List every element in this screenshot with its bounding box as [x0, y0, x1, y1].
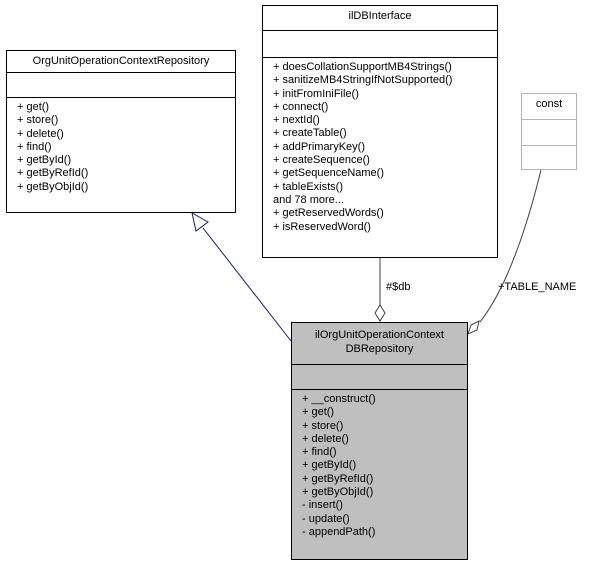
- inheritance-edge: [202, 227, 292, 342]
- method-item: + sanitizeMB4StringIfNotSupported(): [273, 74, 453, 87]
- method-item: - update(): [302, 512, 350, 525]
- attributes-section: [522, 119, 576, 145]
- method-item: + getByObjId(): [17, 180, 89, 193]
- method-item: + delete(): [302, 432, 349, 445]
- method-item: + createTable(): [273, 127, 347, 140]
- methods-section: + __construct()+ get()+ store()+ delete(…: [292, 389, 467, 559]
- method-item: - insert(): [302, 499, 343, 512]
- method-item: + getById(): [302, 459, 357, 472]
- method-item: + __construct(): [302, 393, 376, 405]
- method-item: + getByObjId(): [302, 486, 374, 499]
- method-item: + find(): [302, 446, 337, 459]
- method-item: + getByRefId(): [302, 472, 374, 485]
- method-item: + tableExists(): [273, 180, 343, 193]
- attributes-section: [7, 72, 235, 97]
- method-item: + getReservedWords(): [273, 207, 384, 220]
- class-title: OrgUnitOperationContextRepository: [32, 55, 210, 67]
- db-edge-label: #$db: [386, 281, 411, 293]
- db-aggregation-diamond: [374, 304, 386, 322]
- method-item: + getByRefId(): [17, 167, 89, 180]
- method-item: + get(): [17, 101, 50, 113]
- class-ildbinterface[interactable]: ilDBInterface + doesCollationSupportMB4S…: [262, 5, 498, 258]
- methods-section: + doesCollationSupportMB4Strings()+ sani…: [263, 57, 497, 234]
- method-item: + getSequenceName(): [273, 167, 384, 180]
- method-item: + connect(): [273, 100, 329, 113]
- method-item: + store(): [17, 114, 59, 127]
- methods-section: [522, 145, 576, 169]
- table-name-edge-label: +TABLE_NAME: [498, 281, 577, 293]
- method-item: - appendPath(): [302, 525, 376, 538]
- methods-section: + get()+ store()+ delete()+ find()+ getB…: [7, 97, 235, 194]
- method-item: and 78 more...: [273, 193, 344, 206]
- class-ilorgunit-operation-context-db-repository[interactable]: ilOrgUnitOperationContext DBRepository +…: [291, 322, 468, 560]
- attributes-section: [263, 30, 497, 57]
- inheritance-arrowhead: [191, 212, 209, 232]
- class-title-line2: DBRepository: [345, 343, 414, 355]
- method-item: + store(): [302, 419, 344, 432]
- method-item: + delete(): [17, 127, 64, 140]
- method-item: + nextId(): [273, 114, 320, 127]
- class-title: ilOrgUnitOperationContext DBRepository: [292, 323, 467, 364]
- method-item: + find(): [17, 140, 52, 153]
- class-title: ilDBInterface: [348, 10, 412, 22]
- method-item: + get(): [302, 406, 335, 419]
- method-item: + createSequence(): [273, 154, 370, 167]
- method-item: + isReservedWord(): [273, 220, 371, 233]
- table-name-association-edge: [479, 169, 542, 323]
- class-title: const: [535, 98, 563, 110]
- method-item: + addPrimaryKey(): [273, 140, 366, 153]
- table-name-aggregation-diamond: [467, 320, 480, 335]
- class-title-line1: ilOrgUnitOperationContext: [314, 329, 444, 341]
- method-item: + initFromIniFile(): [273, 87, 359, 100]
- class-const[interactable]: const: [521, 93, 577, 170]
- method-item: + getById(): [17, 154, 72, 167]
- attributes-section: [292, 364, 467, 389]
- class-orgunit-operation-context-repository[interactable]: OrgUnitOperationContextRepository + get(…: [6, 50, 236, 213]
- method-item: + doesCollationSupportMB4Strings(): [273, 61, 452, 73]
